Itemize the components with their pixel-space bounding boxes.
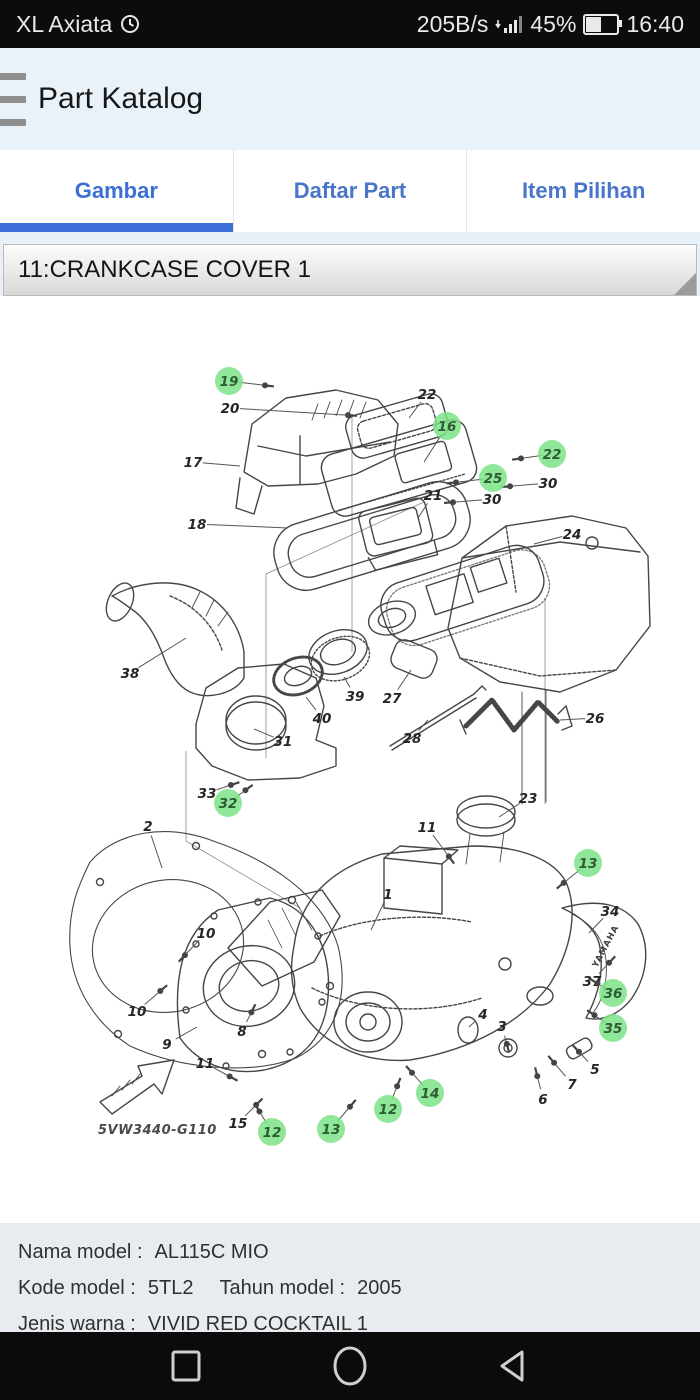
construction-lines [185, 414, 546, 909]
part-label[interactable]: 28 [403, 731, 422, 747]
part-label[interactable]: 13 [322, 1122, 341, 1138]
part-label[interactable]: 19 [220, 374, 239, 390]
part-label[interactable]: 24 [563, 527, 582, 543]
battery-percent: 45% [530, 10, 577, 37]
part-label[interactable]: 11 [418, 820, 437, 836]
menu-icon[interactable] [0, 69, 26, 129]
signal-icon [495, 16, 523, 33]
app-header: Part Katalog [0, 48, 700, 150]
part-label[interactable]: 5 [590, 1062, 599, 1078]
part-label[interactable]: 36 [604, 986, 623, 1002]
tab-item-pilihan[interactable]: Item Pilihan [521, 178, 646, 203]
part-label[interactable]: 10 [128, 1004, 147, 1020]
part-label[interactable]: 30 [539, 476, 558, 492]
part-label[interactable]: 8 [237, 1024, 246, 1040]
kode-model-value: 5TL2 [147, 1276, 194, 1299]
highlight-circle [374, 1095, 402, 1123]
part-label[interactable]: 16 [438, 419, 457, 435]
android-nav-bar [0, 1332, 700, 1400]
clock-label: 16:40 [626, 10, 684, 37]
network-speed: 205B/s [416, 10, 489, 37]
battery-icon [583, 13, 623, 35]
highlight-circle [214, 789, 242, 817]
part-label[interactable]: 33 [198, 786, 217, 802]
part-label[interactable]: 20 [221, 401, 240, 417]
part-label[interactable]: 30 [483, 492, 502, 508]
carrier-label: XL Axiata [16, 10, 113, 37]
highlight-circle [215, 367, 243, 395]
section-title: 11:CRANKCASE COVER 1 [18, 256, 311, 283]
part-label[interactable]: 2 [143, 819, 152, 835]
highlight-circle [258, 1118, 286, 1146]
part-label[interactable]: 13 [579, 856, 598, 872]
part-label[interactable]: 21 [424, 488, 443, 504]
highlight-circle [574, 849, 602, 877]
part-label[interactable]: 27 [383, 691, 402, 707]
highlight-circle [479, 464, 507, 492]
part-label[interactable]: 39 [346, 689, 365, 705]
tahun-model-value: 2005 [357, 1276, 402, 1299]
highlight-circle [317, 1115, 345, 1143]
part-shapes [69, 389, 651, 1115]
tahun-model-label: Tahun model [219, 1277, 345, 1300]
part-label[interactable]: 9 [162, 1037, 171, 1053]
part-label[interactable]: 1 [383, 887, 392, 903]
dropdown-corner-icon [674, 273, 696, 295]
part-label[interactable]: 31 [274, 734, 293, 750]
part-label[interactable]: 12 [263, 1125, 282, 1141]
diagram-code-watermark: 5VW3440-G110 [98, 1123, 217, 1138]
part-label[interactable]: 22 [543, 447, 562, 463]
part-label[interactable]: 40 [312, 711, 332, 727]
highlight-circle [433, 412, 461, 440]
tab-daftar-part[interactable]: Daftar Part [234, 150, 468, 232]
part-label[interactable]: 4 [477, 1007, 487, 1023]
part-label[interactable]: 15 [229, 1116, 248, 1132]
tab-bar: Gambar Daftar Part Item Pilihan [0, 150, 700, 232]
part-label[interactable]: 26 [586, 711, 605, 727]
section-dropdown[interactable]: 11:CRANKCASE COVER 1 [3, 244, 697, 296]
part-label[interactable]: 38 [121, 666, 140, 682]
nama-model-label: Nama model [18, 1241, 143, 1264]
highlight-circle [416, 1079, 444, 1107]
part-label[interactable]: 18 [188, 517, 207, 533]
part-label[interactable]: 35 [604, 1021, 623, 1037]
highlight-circle [538, 440, 566, 468]
status-bar: XL Axiata 205B/s 45% 16:40 [0, 0, 700, 48]
part-label[interactable]: 23 [519, 791, 538, 807]
alarm-clock-icon [121, 15, 140, 33]
highlight-circle [599, 979, 627, 1007]
page-title: Part Katalog [38, 82, 204, 115]
back-button[interactable] [492, 1344, 536, 1388]
kode-model-label: Kode model [18, 1277, 136, 1300]
nama-model-value: AL115C MIO [154, 1240, 269, 1263]
model-info-panel: Nama model AL115C MIO Kode model 5TL2 Ta… [0, 1223, 700, 1335]
part-number-labels: 1920171822162122302530243831394027282623… [121, 367, 627, 1146]
part-label[interactable]: 34 [601, 904, 620, 920]
exploded-view-drawing[interactable]: YAMAHA 5VW3440-G110 19201718221621223025… [0, 296, 700, 1223]
part-label[interactable]: 17 [184, 455, 203, 471]
part-label[interactable]: 10 [197, 926, 216, 942]
recents-button[interactable] [164, 1344, 208, 1388]
part-label[interactable]: 6 [538, 1092, 547, 1108]
jenis-warna-label: Jenis warna [18, 1313, 136, 1336]
home-button[interactable] [328, 1344, 372, 1388]
part-label[interactable]: 14 [421, 1086, 440, 1102]
part-label[interactable]: 3 [497, 1019, 506, 1035]
tab-gambar[interactable]: Gambar [0, 150, 234, 232]
part-label[interactable]: 25 [484, 471, 503, 487]
part-label[interactable]: 32 [219, 796, 238, 812]
highlight-circle [599, 1014, 627, 1042]
part-label[interactable]: 11 [196, 1056, 215, 1072]
part-label[interactable]: 7 [567, 1077, 577, 1093]
jenis-warna-value: VIVID RED COCKTAIL 1 [147, 1312, 368, 1335]
part-label[interactable]: 22 [418, 387, 437, 403]
part-label[interactable]: 12 [379, 1102, 398, 1118]
